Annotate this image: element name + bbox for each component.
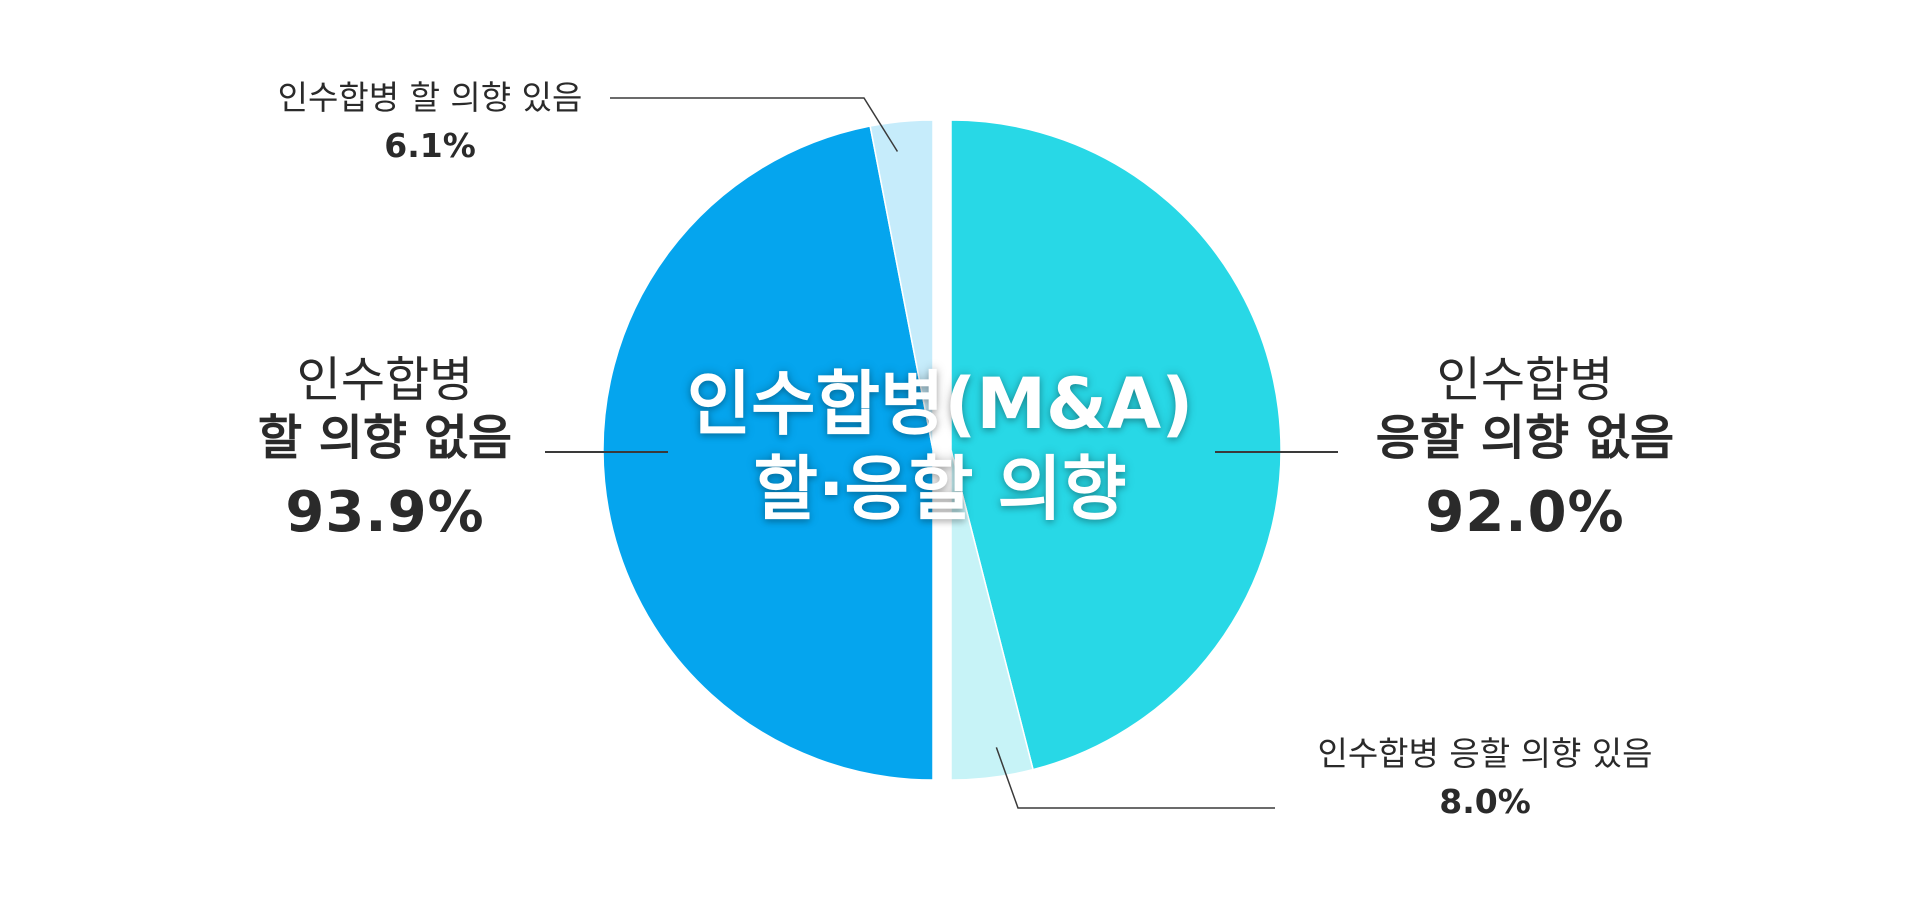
left-minor-percent: 6.1% bbox=[384, 125, 476, 165]
right-main-percent: 92.0% bbox=[1425, 480, 1625, 546]
left-minor-slice-label: 인수합병 할 의향 있음 6.1% bbox=[230, 78, 630, 165]
left-main-name-line1: 인수합병 bbox=[296, 352, 474, 408]
left-minor-leader-line bbox=[610, 97, 899, 152]
center-title-line1: 인수합병(M&A) bbox=[686, 363, 1194, 445]
left-main-slice bbox=[602, 125, 934, 781]
right-main-name-line2: 응할 의향 없음 bbox=[1375, 409, 1675, 466]
right-minor-leader-line bbox=[995, 747, 1275, 809]
left-minor-name: 인수합병 할 의향 있음 bbox=[277, 78, 583, 117]
right-main-slice-label: 인수합병 응할 의향 없음 92.0% bbox=[1335, 352, 1715, 546]
right-main-slice bbox=[950, 119, 1282, 771]
left-main-name-line2: 할 의향 없음 bbox=[257, 409, 513, 466]
left-minor-slice bbox=[869, 119, 934, 451]
left-main-percent: 93.9% bbox=[285, 480, 485, 546]
left-main-slice-label: 인수합병 할 의향 없음 93.9% bbox=[200, 352, 570, 546]
right-main-name-line1: 인수합병 bbox=[1436, 352, 1614, 408]
center-title: 인수합병(M&A) 할·응할 의향 bbox=[650, 362, 1230, 533]
right-minor-slice bbox=[950, 449, 1034, 781]
right-minor-percent: 8.0% bbox=[1439, 781, 1531, 821]
right-minor-name: 인수합병 응할 의향 있음 bbox=[1317, 734, 1653, 773]
center-title-line2: 할·응할 의향 bbox=[753, 448, 1127, 531]
right-minor-slice-label: 인수합병 응할 의향 있음 8.0% bbox=[1270, 734, 1700, 821]
